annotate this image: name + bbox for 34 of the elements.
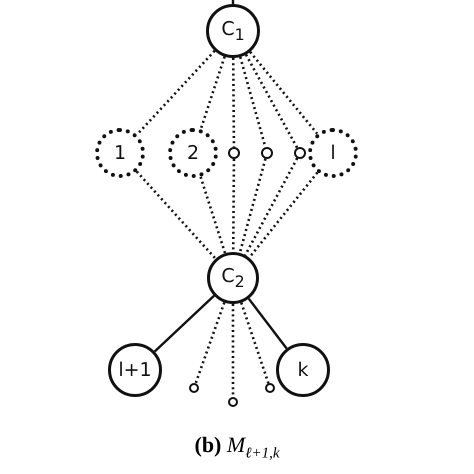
dotted-line: [232, 58, 236, 147]
node-circle: [206, 4, 260, 58]
circle-node: [261, 147, 273, 159]
circle-node: [294, 147, 306, 159]
node-label: C$_{1}$: [221, 18, 245, 44]
node-circle: [207, 252, 259, 304]
node-label: 2: [186, 142, 200, 164]
dotted-line: [199, 176, 226, 254]
dotted-line: [240, 302, 270, 384]
dotted-line: [136, 50, 216, 136]
dotted-line: [232, 159, 236, 252]
node-label: l: [330, 142, 336, 164]
circle-node: [228, 147, 240, 159]
dotted-line: [136, 170, 217, 260]
node-circle: [276, 343, 330, 397]
dotted-line: [244, 158, 298, 256]
dotted-line: [200, 56, 226, 130]
connector-line: [154, 294, 215, 352]
node-label: l+1: [118, 359, 152, 381]
connector-line: [248, 298, 288, 350]
node-label: 1: [114, 142, 126, 164]
dotted-line: [244, 54, 298, 148]
dotted-line: [238, 158, 267, 254]
connector-line: [232, 0, 234, 4]
dotted-line: [248, 172, 318, 258]
circle-node: [265, 383, 275, 393]
dotted-line: [249, 51, 318, 134]
dotted-line: [194, 302, 226, 384]
circle-node: [189, 383, 199, 393]
node-label: C$_{2}$: [221, 265, 245, 291]
node-circle: [108, 343, 162, 397]
dotted-line: [232, 304, 234, 397]
node-label: k: [297, 359, 308, 381]
circle-node: [228, 397, 238, 407]
